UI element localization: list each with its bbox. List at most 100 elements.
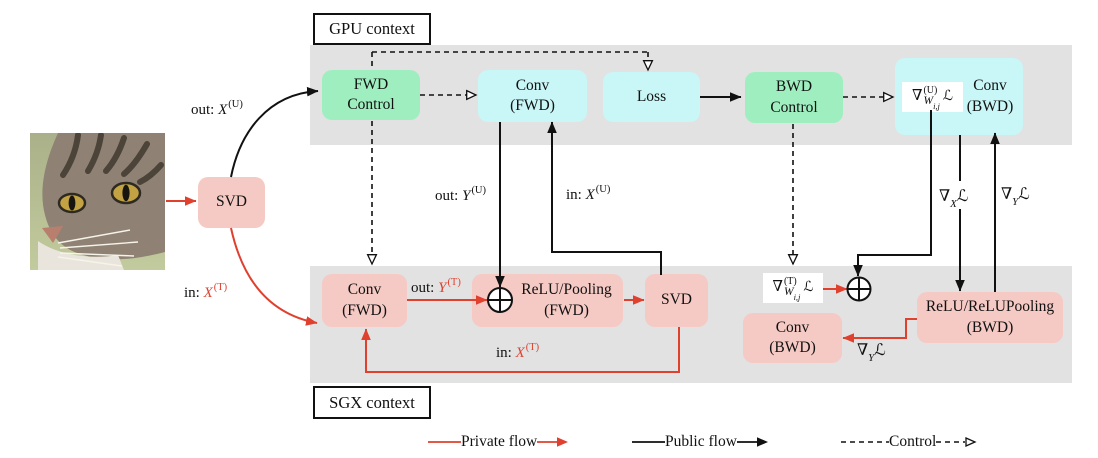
bwd-control-line1: BWD	[775, 78, 813, 96]
in-xu-label: in: X(U)	[566, 184, 611, 204]
in-xt-sup: (T)	[213, 282, 228, 293]
relu-relupooling-bwd-line2: (BWD)	[966, 318, 1014, 336]
cat-photo	[30, 133, 165, 270]
legend-private-text: Private flow	[461, 433, 538, 450]
gpu-context-text: GPU context	[329, 19, 415, 38]
in-xt-label: in: X(T)	[184, 282, 228, 302]
conv-fwd-sgx-line2: (FWD)	[342, 301, 387, 319]
arrow-svd-to-conv-fwd-sgx	[230, 227, 318, 326]
out-yu-var: Y	[462, 188, 471, 204]
cat-nose	[42, 226, 63, 243]
out-yt-prefix: out:	[411, 280, 439, 296]
conv-bwd-gpu-line2: (BWD)	[966, 97, 1014, 115]
grad-weight-t-index: i,j	[793, 291, 801, 302]
loss-script-l: ℒ	[942, 88, 954, 104]
svd-input-node: SVD	[198, 177, 265, 228]
bwd-control-line2: Control	[770, 98, 818, 116]
in-xu-var: X	[585, 187, 595, 203]
grad-x-label: ∇Xℒ	[937, 186, 971, 211]
relu-pooling-fwd-node: ReLU/Pooling (FWD)	[472, 274, 623, 327]
relu-relupooling-bwd-line1: ReLU/ReLUPooling	[925, 298, 1055, 316]
conv-bwd-sgx-node: Conv (BWD)	[743, 313, 842, 363]
grad-y-sub: Y	[868, 352, 875, 365]
loss-label: Loss	[636, 87, 667, 105]
relu-pooling-fwd-line2: (FWD)	[544, 301, 589, 319]
relu-relupooling-bwd-node: ReLU/ReLUPooling (BWD)	[917, 292, 1063, 343]
cat-head	[42, 133, 165, 260]
in-xu-prefix: in:	[566, 187, 586, 203]
conv-fwd-gpu-node: Conv (FWD)	[478, 70, 587, 122]
grad-weight-t-base: W	[783, 285, 794, 298]
public-flow-arrow-icon	[736, 437, 768, 447]
conv-fwd-gpu-line1: Conv	[515, 76, 550, 94]
grad-x-sub: X	[950, 198, 957, 211]
in-xt-loop-var: X	[515, 345, 525, 361]
out-yt-label: out: Y(T)	[411, 277, 461, 297]
grad-y-sub: Y	[1012, 196, 1019, 209]
legend-private-flow: Private flow	[428, 433, 569, 451]
conv-bwd-sgx-line2: (BWD)	[769, 339, 816, 356]
grad-y-bottom-label: ∇Yℒ	[857, 340, 886, 365]
in-xu-sup: (U)	[595, 184, 611, 195]
grad-weight-u-base: W	[923, 94, 934, 107]
grad-weight-t-sup: (T)	[783, 275, 797, 287]
svd-input-label: SVD	[215, 193, 247, 211]
out-yt-sup: (T)	[447, 277, 461, 288]
cat-stripes	[60, 133, 164, 185]
in-xt-var: X	[203, 285, 213, 301]
grad-y-right-label: ∇Yℒ	[1001, 184, 1030, 209]
svd-sgx-label: SVD	[660, 291, 692, 309]
in-xt-loop-label: in: X(T)	[496, 342, 540, 362]
cat-whiskers	[57, 229, 139, 267]
legend-control-flow: Control	[841, 433, 978, 451]
svd-sgx-node: SVD	[645, 274, 708, 327]
arrow-svd-to-fwd-control	[230, 86, 319, 178]
out-yt-var: Y	[438, 280, 447, 296]
cat-eyes	[57, 181, 142, 214]
out-xu-sup: (U)	[228, 99, 243, 110]
nabla-symbol: ∇	[857, 342, 869, 359]
conv-bwd-gpu-line1: Conv	[973, 77, 1007, 95]
out-yu-sup: (U)	[471, 185, 487, 196]
loss-script-l: ℒ	[956, 188, 969, 205]
conv-fwd-sgx-node: Conv (FWD)	[322, 274, 407, 327]
legend-public-flow: Public flow	[632, 433, 769, 451]
sgx-context-label: SGX context	[313, 386, 431, 419]
conv-fwd-sgx-line1: Conv	[347, 281, 382, 299]
grad-weight-u-index: i,j	[933, 100, 940, 111]
loss-node: Loss	[603, 72, 700, 122]
fwd-control-node: FWD Control	[322, 70, 420, 120]
conv-bwd-gpu-text: Conv (BWD)	[961, 58, 1019, 135]
out-xu-var: X	[218, 102, 228, 118]
loss-script-l: ℒ	[1018, 186, 1030, 203]
private-flow-arrow-icon	[537, 437, 569, 447]
in-xt-loop-prefix: in:	[496, 345, 516, 361]
fwd-control-line2: Control	[347, 96, 395, 113]
nabla-symbol: ∇	[1001, 186, 1013, 203]
control-arrow-icon	[936, 436, 977, 448]
out-xu-prefix: out:	[191, 102, 219, 118]
nabla-symbol: ∇	[939, 188, 951, 205]
relu-pooling-fwd-line1: ReLU/Pooling	[521, 281, 612, 299]
gpu-context-label: GPU context	[313, 13, 431, 45]
private-flow-line-icon	[428, 441, 461, 443]
bwd-control-node: BWD Control	[745, 72, 843, 123]
public-flow-line-icon	[632, 441, 665, 443]
control-line-icon	[841, 441, 889, 443]
loss-script-l: ℒ	[874, 342, 886, 359]
legend-public-text: Public flow	[665, 433, 737, 450]
sgx-context-text: SGX context	[329, 392, 415, 412]
loss-script-l: ℒ	[803, 279, 814, 295]
conv-bwd-sgx-line1: Conv	[775, 318, 810, 336]
out-xu-label: out: X(U)	[191, 99, 243, 119]
fwd-control-line1: FWD	[353, 75, 389, 93]
in-xt-loop-sup: (T)	[525, 342, 540, 353]
legend-control-text: Control	[889, 433, 937, 450]
nabla-symbol: ∇	[772, 279, 783, 296]
nabla-symbol: ∇	[911, 88, 923, 105]
out-yu-label: out: Y(U)	[435, 185, 487, 205]
